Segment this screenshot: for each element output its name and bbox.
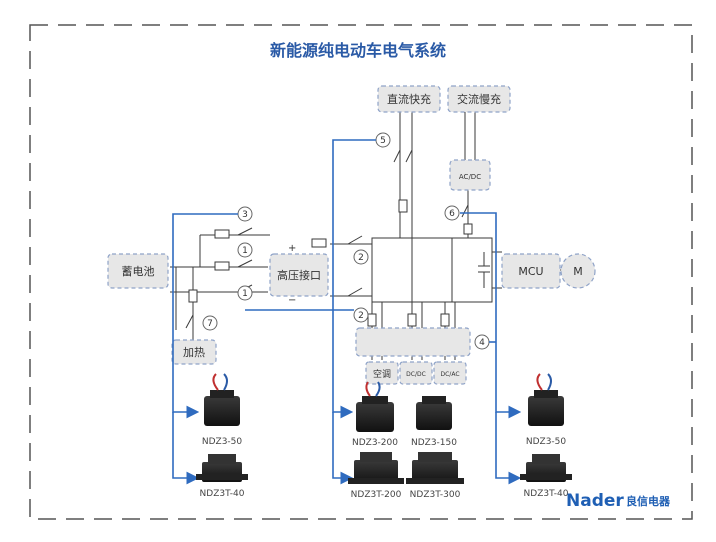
aircon-label: 空调 xyxy=(373,368,391,380)
marker-5: 5 xyxy=(380,136,386,146)
product-label-left-bottom: NDZ3T-40 xyxy=(200,489,245,499)
blue-callout-arrows xyxy=(172,139,522,485)
mcu-label: MCU xyxy=(518,265,543,278)
marker-1b: 1 xyxy=(242,289,248,299)
hv-interface-label: 高压接口 xyxy=(277,268,321,282)
dcac-box xyxy=(433,361,467,385)
load-bus-box xyxy=(355,327,471,357)
markers xyxy=(202,132,490,350)
battery-box xyxy=(107,253,169,289)
marker-4: 4 xyxy=(479,338,485,348)
acdc-box xyxy=(449,159,491,191)
product-label-mid-bottom-1: NDZ3T-200 xyxy=(351,490,402,500)
product-label-mid-top-2: NDZ3-150 xyxy=(411,438,457,448)
relay-ndz3t-300-image xyxy=(406,452,464,484)
wiring xyxy=(170,112,566,360)
product-label-right-top: NDZ3-50 xyxy=(526,437,567,447)
component-boxes xyxy=(107,85,561,385)
marker-1a: 1 xyxy=(242,246,248,256)
relay-ndz3t-40-left-image xyxy=(196,454,248,482)
relay-ndz3t-40-right-image xyxy=(520,454,572,482)
dcdc-box xyxy=(399,361,433,385)
marker-6: 6 xyxy=(449,209,455,219)
marker-numbers: 3 1 1 2 2 5 4 6 7 xyxy=(207,136,485,348)
marker-3: 3 xyxy=(242,210,248,220)
acdc-label: AC/DC xyxy=(459,173,481,181)
motor-circle xyxy=(560,253,596,289)
product-label-right-bottom: NDZ3T-40 xyxy=(524,489,569,499)
minus-sign: − xyxy=(288,295,296,306)
relay-ndz3-50-right-image xyxy=(528,373,564,426)
dc-fast-charge-label: 直流快充 xyxy=(387,92,431,106)
dc-fast-charge-box xyxy=(377,85,441,113)
battery-label: 蓄电池 xyxy=(122,265,155,278)
heater-label: 加热 xyxy=(183,346,205,359)
relay-ndz3-150-image xyxy=(416,396,452,430)
marker-7: 7 xyxy=(207,319,213,329)
mcu-box xyxy=(501,253,561,289)
marker-2a: 2 xyxy=(358,253,364,263)
aircon-box xyxy=(365,361,399,385)
product-label-mid-top-1: NDZ3-200 xyxy=(352,438,398,448)
hv-interface-box xyxy=(269,253,329,297)
dcdc-label: DC/DC xyxy=(406,371,426,378)
marker-2b: 2 xyxy=(358,311,364,321)
heater-box xyxy=(171,339,217,365)
brand-logo-name: Nader xyxy=(566,491,624,511)
dcac-label: DC/AC xyxy=(440,371,459,378)
product-label-left-top: NDZ3-50 xyxy=(202,437,243,447)
brand-logo-cn: 良信电器 xyxy=(626,494,671,508)
motor-label: M xyxy=(573,265,583,278)
ac-slow-charge-label: 交流慢充 xyxy=(457,92,501,106)
plus-sign: + xyxy=(288,243,296,254)
relay-ndz3t-200-image xyxy=(348,452,404,484)
product-label-mid-bottom-2: NDZ3T-300 xyxy=(410,490,461,500)
diagram-title: 新能源纯电动车电气系统 xyxy=(270,41,446,60)
outer-frame xyxy=(29,24,693,520)
ac-slow-charge-box xyxy=(447,85,511,113)
relay-ndz3-200-image xyxy=(356,381,394,432)
product-labels: NDZ3-50 NDZ3T-40 NDZ3-200 NDZ3-150 NDZ3T… xyxy=(200,437,569,500)
box-labels: 蓄电池 高压接口 直流快充 交流慢充 AC/DC MCU M 加热 空调 DC/… xyxy=(122,92,583,380)
relay-ndz3-50-left-image xyxy=(204,373,240,426)
